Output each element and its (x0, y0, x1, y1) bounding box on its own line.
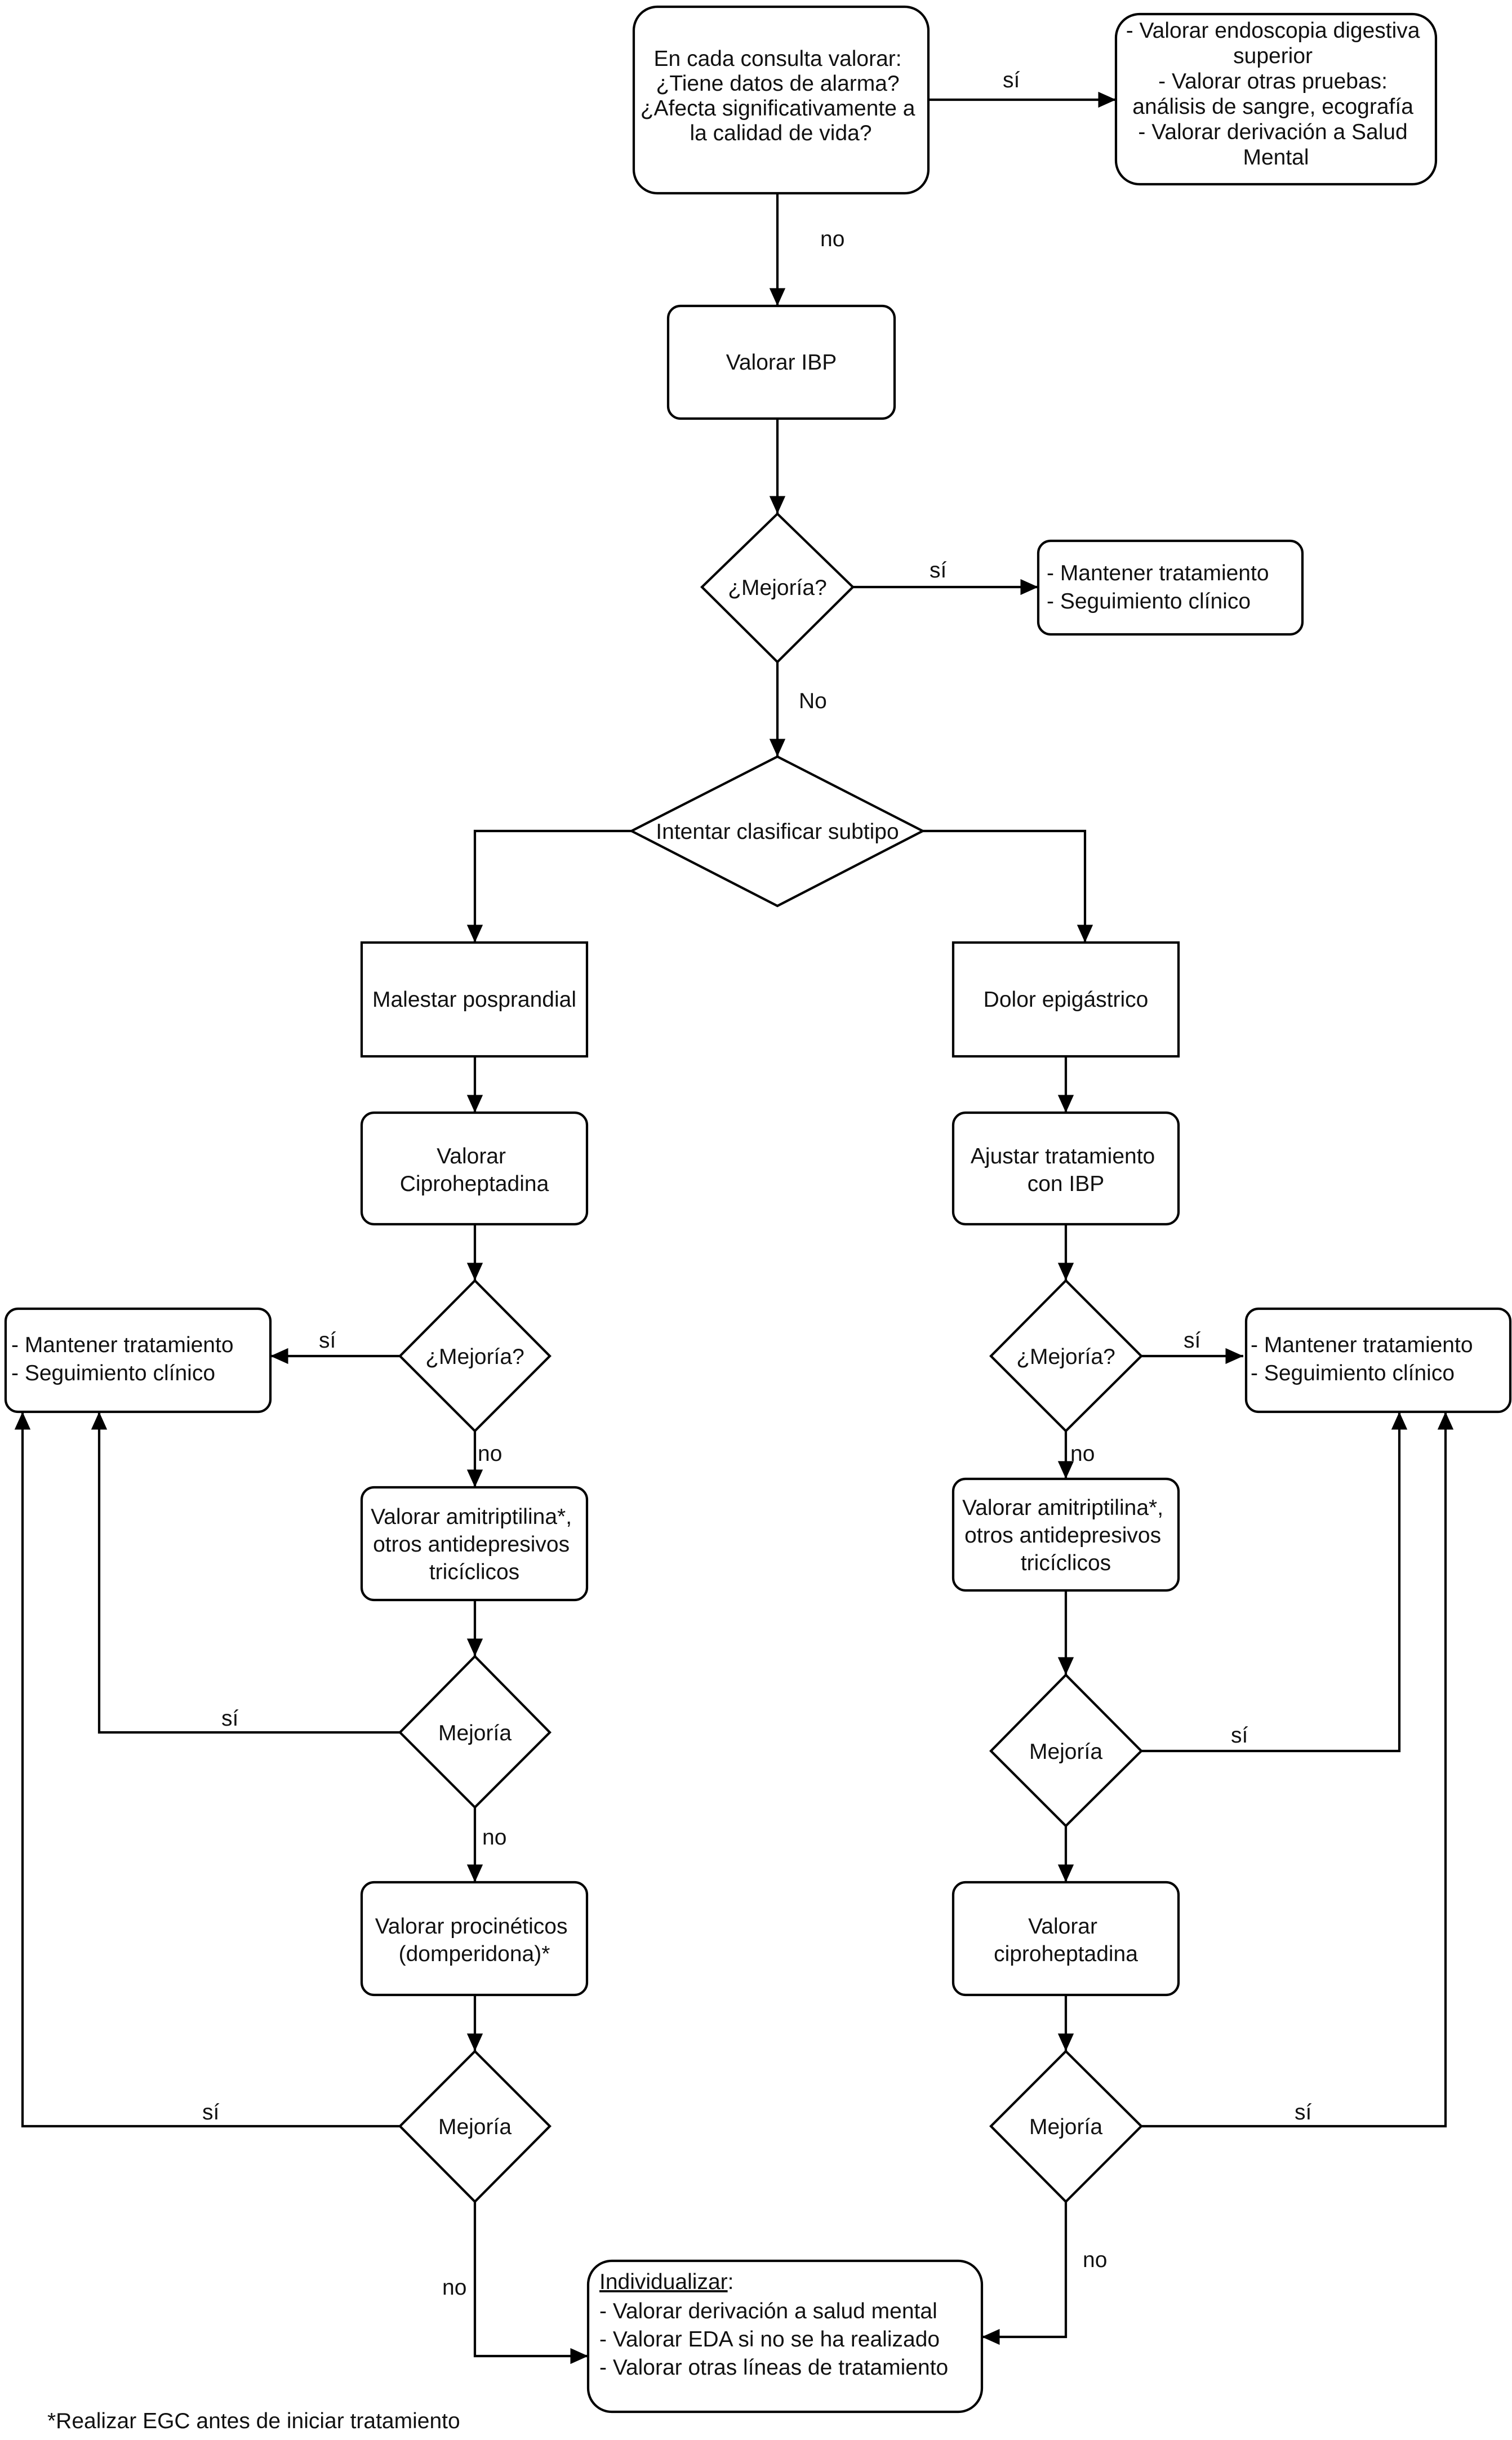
edge-label-si-left-1: sí (319, 1328, 336, 1353)
edge-classify-to-postprandial (466, 829, 632, 943)
decision-improvement-right-1 (989, 1279, 1143, 1433)
decision-improvement-top (700, 512, 855, 664)
edge-label-no-top: No (799, 689, 827, 713)
maintain-left-box (4, 1307, 272, 1414)
edge-decision-right-3-to-maintain-right (1141, 1412, 1454, 2128)
decision-improvement-right-3-text: Mejoría (1029, 2115, 1102, 2139)
decision-improvement-left-3-text: Mejoría (438, 2115, 512, 2139)
maintain-right-box (1244, 1307, 1512, 1414)
decision-improvement-top-text: ¿Mejoría? (728, 576, 827, 600)
decision-classify-subtype (629, 755, 926, 908)
edge-label-si-right-2: sí (1231, 1723, 1248, 1748)
edge-classify-to-epigastric (923, 829, 1093, 943)
alarm-actions-text: - Valorar endoscopia digestiva superior … (1126, 19, 1426, 170)
edge-decision-left-3-to-maintain-left (14, 1412, 400, 2128)
alarm-actions-box (1114, 12, 1438, 186)
prokinetics-box (360, 1881, 589, 1997)
edge-labels: sí no sí No sí no sí no sí no sí sí no s… (202, 68, 1312, 2300)
classify-subtype-text: Intentar clasificar subtipo (656, 820, 899, 844)
ibp-text: Valorar IBP (726, 350, 837, 375)
ibp-adjust-text: Ajustar tratamiento con IBP (971, 1144, 1161, 1196)
labels: En cada consulta valorar: ¿Tiene datos d… (11, 19, 1479, 2380)
ibp-adjust-box (951, 1111, 1180, 1226)
epigastric-text: Dolor epigástrico (984, 988, 1149, 1012)
edge-label-si-left-3: sí (202, 2100, 220, 2125)
edge-label-si-left-2: sí (221, 1706, 239, 1731)
edge-label-si-right-1: sí (1184, 1328, 1201, 1353)
edge-label-si-top: sí (930, 558, 947, 583)
amitrip-right-box (951, 1477, 1180, 1592)
edge-decision-right-3-to-individualize (982, 2202, 1068, 2345)
cipro-right-text: Valorar ciproheptadina (994, 1914, 1138, 1966)
cipro-left-box (360, 1111, 589, 1226)
individualize-box (586, 2259, 984, 2414)
start-question-box (632, 5, 930, 195)
edge-label-si-alarm: sí (1003, 68, 1020, 92)
postprandial-box (360, 941, 589, 1058)
edges (14, 91, 1454, 2365)
decision-improvement-left-2 (398, 1655, 552, 1809)
decision-improvement-right-1-text: ¿Mejoría? (1016, 1345, 1115, 1369)
amitrip-left-text: Valorar amitriptilina*, otros antidepres… (371, 1505, 578, 1584)
cipro-right-box (951, 1881, 1180, 1997)
maintain-top-box (1037, 539, 1304, 636)
prokinetics-text: Valorar procinéticos (domperidona)* (375, 1914, 574, 1966)
ibp-box (666, 304, 896, 420)
edge-label-no-left-2: no (482, 1825, 506, 1850)
decision-improvement-right-2 (989, 1673, 1143, 1828)
edge-label-no-start: no (820, 227, 844, 251)
edge-decision-left-2-to-maintain-left (91, 1412, 400, 1734)
maintain-top-text: - Mantener tratamiento - Seguimiento clí… (1047, 561, 1275, 614)
individualize-items: - Valorar derivación a salud mental - Va… (599, 2299, 948, 2380)
shapes (4, 5, 1512, 2414)
edge-decision-left-3-to-individualize (473, 2202, 588, 2365)
individualize-heading: Individualizar: (599, 2270, 733, 2294)
decision-improvement-right-3 (989, 2050, 1143, 2203)
edge-decision-right-2-to-maintain-right (1141, 1412, 1408, 1753)
decision-improvement-left-1-text: ¿Mejoría? (425, 1345, 524, 1369)
cipro-left-text: Valorar Ciproheptadina (400, 1144, 549, 1196)
amitrip-left-box (360, 1486, 589, 1602)
edge-label-no-right-1: no (1070, 1442, 1095, 1466)
decision-improvement-left-3 (398, 2050, 552, 2203)
postprandial-text: Malestar posprandial (372, 988, 576, 1012)
edge-label-no-left-1: no (478, 1442, 502, 1466)
decision-improvement-left-1 (398, 1279, 552, 1433)
start-question-text: En cada consulta valorar: ¿Tiene datos d… (641, 47, 922, 145)
maintain-left-text: - Mantener tratamiento - Seguimiento clí… (11, 1333, 239, 1385)
epigastric-box (951, 941, 1180, 1058)
footnote: *Realizar EGC antes de iniciar tratamien… (47, 2409, 460, 2433)
edge-label-no-left-3: no (442, 2275, 466, 2300)
decision-improvement-left-2-text: Mejoría (438, 1721, 512, 1745)
edge-label-no-right-3: no (1083, 2248, 1107, 2272)
amitrip-right-text: Valorar amitriptilina*, otros antidepres… (962, 1496, 1169, 1575)
decision-improvement-right-2-text: Mejoría (1029, 1740, 1102, 1764)
maintain-right-text: - Mantener tratamiento - Seguimiento clí… (1251, 1333, 1479, 1385)
edge-label-si-right-3: sí (1295, 2100, 1312, 2125)
